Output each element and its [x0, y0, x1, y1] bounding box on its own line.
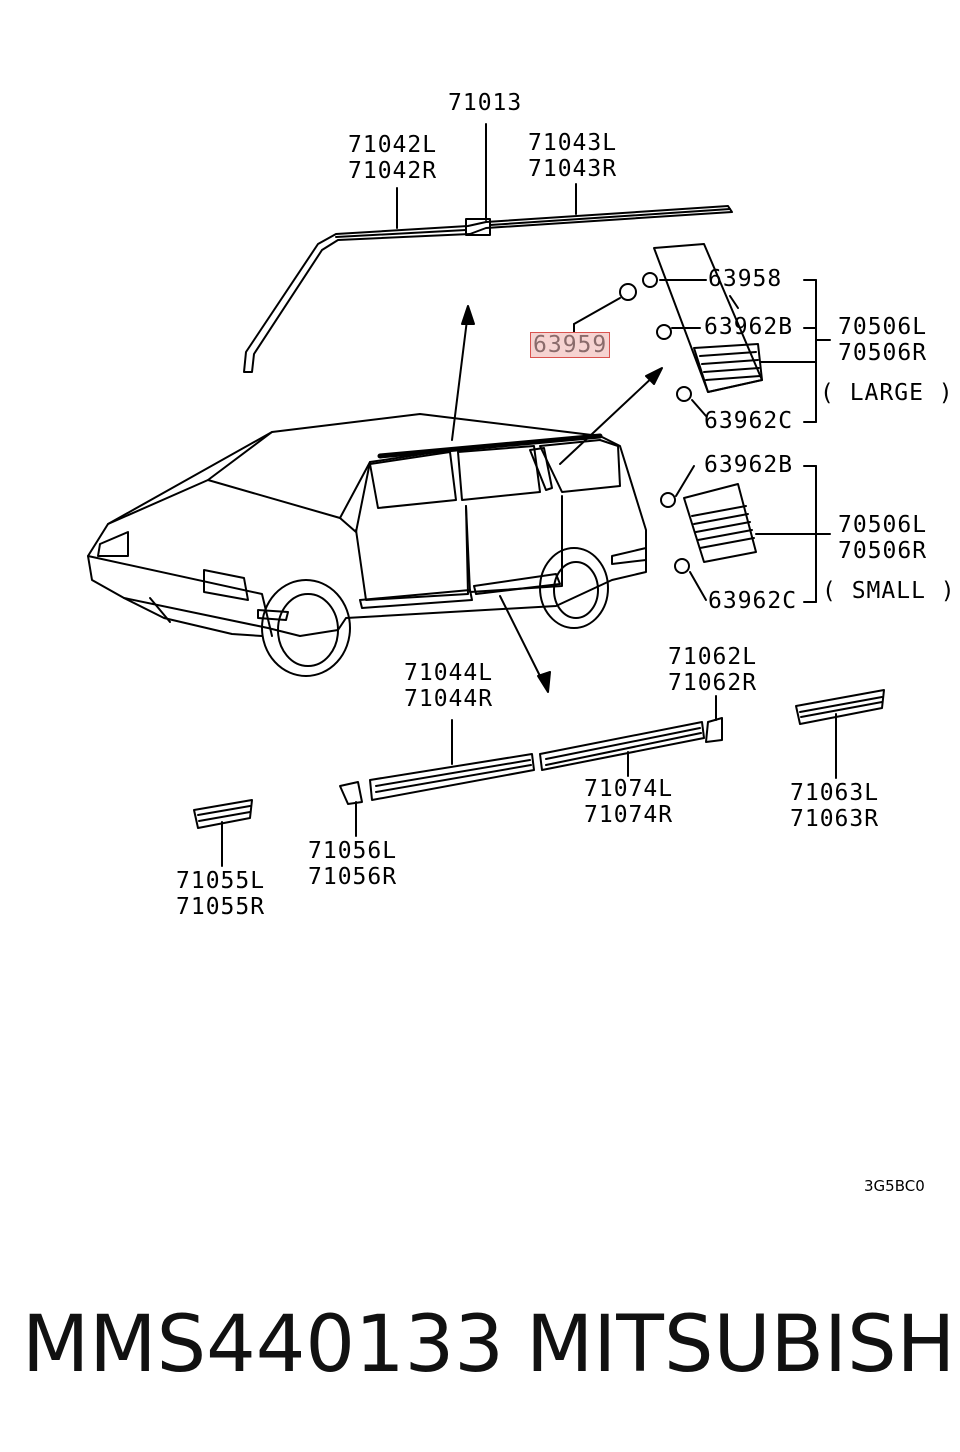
- clip-63962b-upper: [656, 324, 672, 340]
- side-moulding-71044: [369, 753, 535, 801]
- clip-63959: [619, 283, 637, 301]
- quarter-garnish-large: [653, 243, 763, 393]
- clip-63958: [642, 272, 658, 288]
- label-large: ( LARGE ): [820, 380, 954, 406]
- clip-63962c-lower: [674, 558, 690, 574]
- label-71013: 71013: [448, 90, 523, 116]
- label-63959-highlighted: 63959: [530, 332, 611, 358]
- clip-63962c-upper: [676, 386, 692, 402]
- footer-brand: MITSUBISHI: [526, 1300, 960, 1390]
- station-wagon: [87, 413, 647, 677]
- label-small: ( SMALL ): [822, 578, 956, 604]
- side-moulding-71074: [539, 721, 705, 771]
- footer-part-number: MMS440133: [22, 1300, 504, 1390]
- label-63962c-bottom: 63962C: [708, 588, 798, 614]
- label-63958: 63958: [708, 266, 783, 292]
- label-63962b-top: 63962B: [704, 314, 794, 340]
- quarter-garnish-small: [683, 483, 757, 563]
- roof-moulding: [243, 205, 733, 373]
- clip-63962b-lower: [660, 492, 676, 508]
- label-63962c-top: 63962C: [704, 408, 794, 434]
- moulding-71055: [193, 799, 253, 829]
- end-cap-71056: [339, 781, 363, 805]
- moulding-71063: [795, 689, 885, 725]
- end-cap-71062: [705, 717, 723, 743]
- label-63962b-bottom: 63962B: [704, 452, 794, 478]
- diagram-code: 3G5BC0: [864, 1177, 925, 1195]
